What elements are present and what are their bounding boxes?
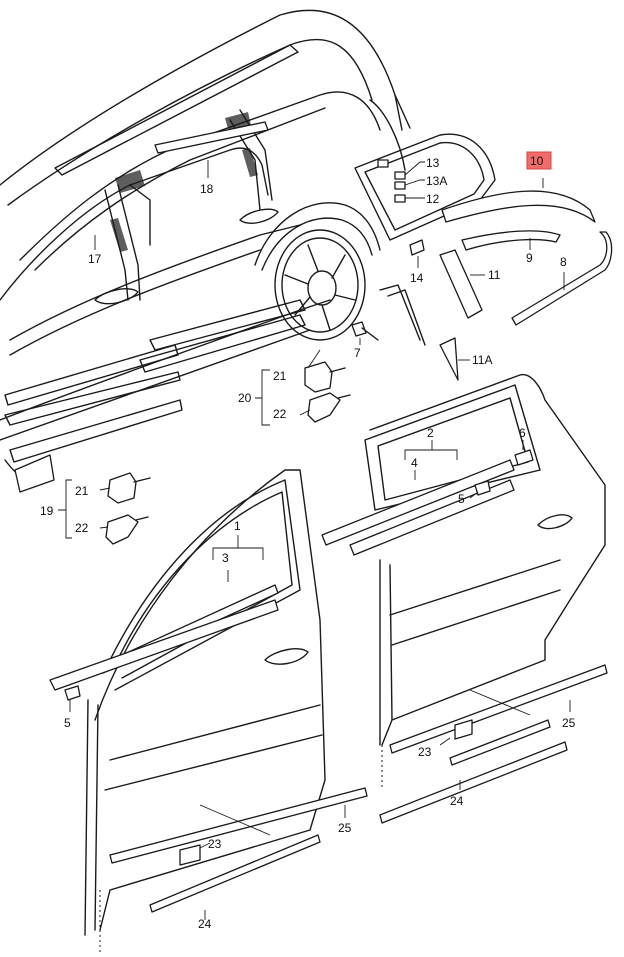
label-part-19[interactable]: 19	[40, 504, 54, 518]
label-part-5-right[interactable]: 5	[458, 492, 465, 506]
front-door-illustration	[49, 469, 368, 955]
label-part-25-right[interactable]: 25	[562, 716, 576, 730]
label-part-20[interactable]: 20	[238, 391, 252, 405]
label-part-3[interactable]: 3	[222, 551, 229, 565]
rear-door-illustration	[321, 373, 608, 824]
label-part-5-left[interactable]: 5	[64, 716, 71, 730]
highlight-box-part-10	[526, 151, 552, 170]
rear-quarter-window-trim-frame	[354, 133, 496, 241]
label-part-13a[interactable]: 13A	[426, 174, 447, 188]
label-part-11a[interactable]: 11A	[472, 353, 492, 367]
label-part-25-left[interactable]: 25	[338, 821, 352, 835]
label-part-24-right[interactable]: 24	[450, 794, 464, 808]
label-part-6[interactable]: 6	[519, 426, 526, 440]
label-part-22-lower[interactable]: 22	[75, 521, 89, 535]
roof-strip-parts-10-9-8	[441, 178, 613, 326]
label-part-10[interactable]: 10	[530, 154, 544, 168]
label-part-1[interactable]: 1	[234, 519, 241, 533]
label-part-23-left[interactable]: 23	[208, 837, 222, 851]
brackets-group-19	[4, 454, 151, 545]
clip-part-14	[409, 239, 425, 268]
bolt-part-7	[351, 321, 379, 345]
label-part-14[interactable]: 14	[410, 271, 424, 285]
label-part-23-right[interactable]: 23	[418, 745, 432, 759]
vehicle-body-illustration	[0, 9, 411, 463]
label-part-4[interactable]: 4	[411, 456, 418, 470]
triangle-trim-part-11a	[379, 284, 470, 381]
label-part-21-upper[interactable]: 21	[273, 369, 287, 383]
label-part-7[interactable]: 7	[354, 346, 361, 360]
label-part-9[interactable]: 9	[526, 251, 533, 265]
label-part-12[interactable]: 12	[426, 192, 440, 206]
part-labels: 10 13 13A 12 18 17 14 11 9 8 7 11A 21 20…	[40, 154, 576, 931]
leader-lines	[94, 235, 321, 529]
label-part-2[interactable]: 2	[427, 426, 434, 440]
label-part-17[interactable]: 17	[88, 252, 102, 266]
brackets-group-20	[255, 361, 351, 426]
moulding-part-11	[439, 249, 485, 319]
label-part-13[interactable]: 13	[426, 156, 440, 170]
label-part-22-upper[interactable]: 22	[273, 407, 287, 421]
label-part-11[interactable]: 11	[488, 268, 501, 282]
label-part-21-lower[interactable]: 21	[75, 484, 89, 498]
label-part-18[interactable]: 18	[200, 182, 214, 196]
roof-trim-part-18	[154, 121, 269, 178]
label-part-24-left[interactable]: 24	[198, 917, 212, 931]
label-part-8[interactable]: 8	[560, 255, 567, 269]
